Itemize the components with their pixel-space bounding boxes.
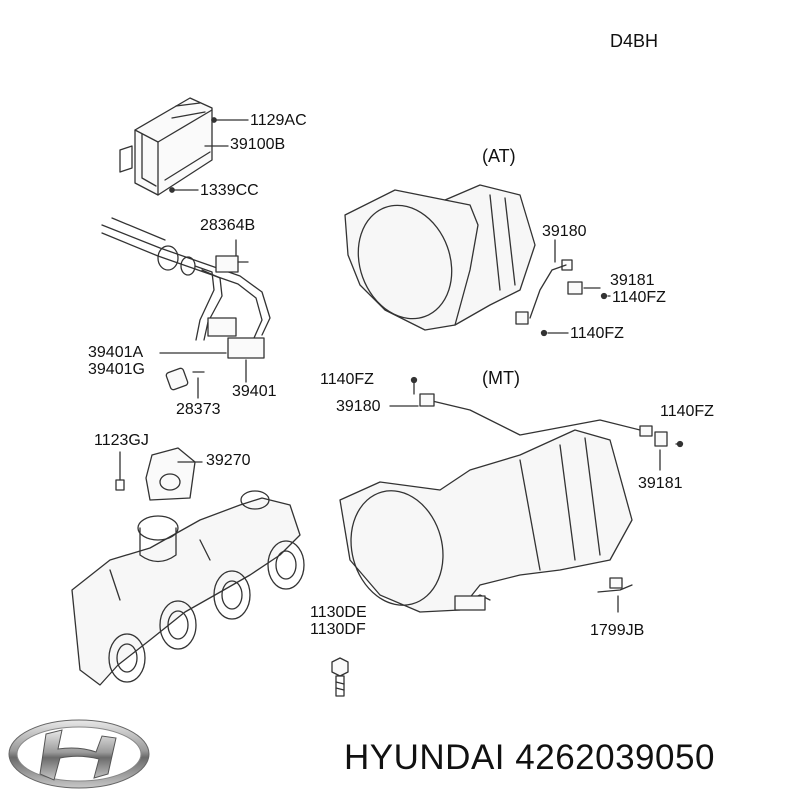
mt-part-label-1140FZ-right: 1140FZ	[660, 403, 714, 420]
hyundai-logo	[8, 719, 150, 789]
ecu-module-drawing	[119, 97, 213, 196]
part-label-39401G: 39401G	[88, 361, 145, 378]
part-number: 4262039050	[515, 738, 715, 777]
section-mt-label: (MT)	[482, 368, 520, 388]
part-label-28364B: 28364B	[200, 217, 256, 234]
mt-part-label-1140FZ-left: 1140FZ	[320, 371, 374, 388]
mt-part-label-39180: 39180	[336, 398, 381, 415]
part-label-39401: 39401	[232, 383, 277, 400]
brand-part-caption: HYUNDAI 4262039050	[344, 738, 715, 778]
at-part-label-39181: 39181	[610, 272, 655, 289]
vacuum-hose-assembly-drawing	[101, 217, 271, 359]
part-label-1130DF: 1130DF	[310, 621, 366, 638]
intake-manifold-drawing	[71, 490, 305, 686]
part-label-1129AC: 1129AC	[250, 112, 307, 129]
part-label-1130DE: 1130DE	[310, 604, 367, 621]
brand-name: HYUNDAI	[344, 738, 506, 777]
bolt-drawing	[331, 657, 349, 697]
section-at-label: (AT)	[482, 146, 516, 166]
part-label-1339CC: 1339CC	[200, 182, 259, 199]
mt-part-label-39181: 39181	[638, 475, 683, 492]
part-label-39401A: 39401A	[88, 344, 144, 361]
automatic-transmission-drawing	[344, 184, 536, 331]
engine-code-label: D4BH	[610, 31, 659, 51]
map-sensor-drawing	[115, 447, 203, 501]
part-label-1799JB: 1799JB	[590, 622, 645, 639]
at-part-label-39180: 39180	[542, 223, 587, 240]
at-part-label-1140FZ-upper: 1140FZ	[612, 289, 666, 306]
at-part-label-1140FZ-lower: 1140FZ	[570, 325, 624, 342]
part-label-28373: 28373	[176, 401, 221, 418]
wire-harness-drawing	[597, 577, 633, 613]
part-label-39270: 39270	[206, 452, 251, 469]
part-label-1123GJ: 1123GJ	[94, 432, 149, 449]
part-label-39100B: 39100B	[230, 136, 286, 153]
manual-transmission-drawing	[339, 429, 633, 613]
